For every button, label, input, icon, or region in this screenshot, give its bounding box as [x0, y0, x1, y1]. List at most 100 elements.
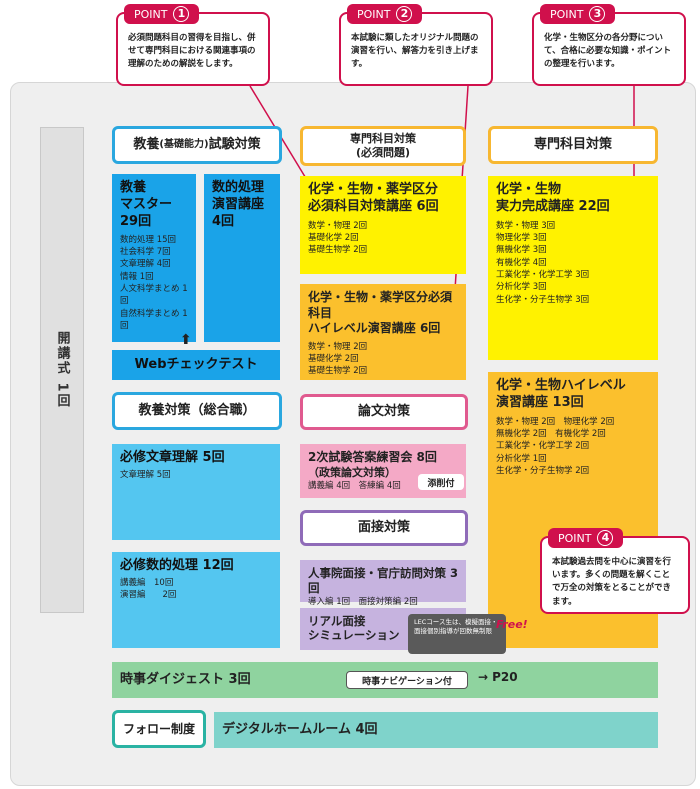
jiji-navi-badge-text: 時事ナビゲーション付 [362, 676, 452, 687]
bunsho-item: 文章理解 5回 [120, 469, 171, 480]
hissu-high-item: 数学・物理 2回 [308, 341, 368, 352]
kyoyo-master-title-2: マスター [120, 196, 173, 212]
web-check-test-box: Webチェックテスト [112, 350, 280, 380]
suteki-title-1: 数的処理 [212, 180, 265, 195]
niji-item: 講義編 4回 答練編 4回 [308, 480, 401, 491]
header-senmon: 専門科目対策 [488, 126, 658, 164]
header-kyoyo-kiso-a: 教養 [133, 136, 160, 152]
jiji-navi-badge: 時事ナビゲーション付 [346, 671, 468, 689]
kyoyo-master-box: 教養 マスター 29回 数的処理 15回 社会科学 7回 文章理解 4回 情報 … [112, 174, 196, 342]
opening-ceremony-column: 開講式 1回 [40, 127, 84, 613]
header-kyoyo-sogo: 教養対策（総合職） [112, 392, 282, 430]
hissu-high-item: 基礎生物学 2回 [308, 366, 368, 377]
point-4-number: 4 [597, 530, 614, 546]
jiji-page-ref: →P20 [478, 670, 518, 684]
hissu-high-box: 化学・生物・薬学区分必須科目 ハイレベル演習講座 6回 数学・物理 2回 基礎化… [300, 284, 466, 380]
real-title-2: シミュレーション [308, 628, 400, 643]
kyoyo-master-item: 情報 1回 [120, 271, 154, 282]
point-4-label: POINT [558, 531, 592, 545]
hissu-koza-title-1: 化学・生物・薬学区分 [308, 182, 439, 197]
jiji-page-text: P20 [492, 670, 518, 684]
hissu-high-title-2: ハイレベル演習講座 6回 [308, 321, 441, 336]
kyoyo-master-item: 自然科学まとめ 1回 [120, 308, 188, 331]
jitsuryoku-item: 生化学・分子生物学 3回 [496, 294, 590, 305]
jitsuryoku-title-2: 実力完成講座 22回 [496, 198, 610, 214]
high-enshu-title-1: 化学・生物ハイレベル [496, 378, 626, 393]
real-note-text: LECコース生は、模擬面接・面接個別指導が回数無制限 [414, 618, 498, 635]
suteki-hissu-title: 必修数的処理 12回 [120, 558, 234, 573]
jitsuryoku-item: 分析化学 3回 [496, 282, 547, 293]
point-1-label: POINT [134, 7, 168, 21]
suteki-hissu-item: 演習編 2回 [120, 590, 177, 601]
real-title-1: リアル面接 [308, 614, 366, 628]
header-senmon-hissu-line2: (必須問題) [355, 146, 411, 159]
jitsuryoku-item: 無機化学 3回 [496, 245, 547, 256]
jitsuryoku-item: 物理化学 3回 [496, 233, 547, 244]
header-kyoyo-kiso-b: 試験対策 [208, 136, 261, 152]
kyoyo-master-title-3: 29回 [120, 213, 152, 229]
high-enshu-item: 分析化学 1回 [496, 453, 547, 464]
jitsuryoku-item: 工業化学・化学工学 3回 [496, 270, 590, 281]
jitsuryoku-item: 数学・物理 3回 [496, 220, 556, 231]
point-4-callout: POINT 4 本試験過去問を中心に演習を行います。多くの問題を解くことで万全の対… [540, 528, 690, 614]
hissu-koza-item: 基礎生物学 2回 [308, 245, 368, 256]
high-enshu-item: 生化学・分子生物学 2回 [496, 466, 590, 477]
point-1-tab: POINT 1 [124, 4, 200, 24]
digital-homeroom-box: デジタルホームルーム 4回 [214, 712, 658, 748]
point-4-text: 本試験過去問を中心に演習を行います。多くの問題を解くことで万全の対策をとることが… [552, 557, 672, 607]
point-4-tab: POINT 4 [548, 528, 624, 548]
bunsho-box: 必修文章理解 5回 文章理解 5回 [112, 444, 280, 540]
arrow-right-icon: → [478, 670, 489, 684]
jitsuryoku-title-1: 化学・生物 [496, 182, 562, 197]
real-note-badge: LECコース生は、模擬面接・面接個別指導が回数無制限 [408, 614, 506, 654]
header-kyoyo-kiso-small: (基礎能力) [159, 138, 209, 150]
suteki-title-2: 演習講座 [212, 196, 265, 212]
opening-ceremony-label: 開講式 1回 [54, 331, 70, 409]
point-3-number: 3 [589, 6, 606, 22]
arrow-up-icon: ⬆ [180, 332, 192, 348]
hissu-high-title-1: 化学・生物・薬学区分必須科目 [308, 290, 453, 320]
point-3-text: 化学・生物区分の各分野について、合格に必要な知識・ポイントの整理を行います。 [544, 33, 672, 70]
header-mensetsu: 面接対策 [300, 510, 468, 546]
header-follow: フォロー制度 [112, 710, 206, 748]
hissu-koza-title-2: 必須科目対策講座 6回 [308, 198, 439, 214]
bunsho-title: 必修文章理解 5回 [120, 450, 225, 465]
header-ronbun: 論文対策 [300, 394, 468, 430]
hissu-koza-item: 数学・物理 2回 [308, 220, 368, 231]
jinji-box: 人事院面接・官庁訪問対策 3回 導入編 1回 面接対策編 2回 [300, 560, 466, 607]
kyoyo-master-title-1: 教養 [120, 180, 147, 195]
kyoyo-master-item: 人文科学まとめ 1回 [120, 283, 188, 307]
header-senmon-hissu: 専門科目対策(必須問題) [300, 126, 466, 166]
digital-homeroom-label: デジタルホームルーム 4回 [222, 721, 378, 737]
high-enshu-item: 数学・物理 2回 物理化学 2回 [496, 416, 615, 427]
header-follow-text: フォロー制度 [122, 721, 195, 736]
point-2-label: POINT [357, 7, 391, 21]
niji-title-2: （政策論文対策） [308, 465, 396, 479]
high-enshu-title-2: 演習講座 13回 [496, 394, 584, 410]
tensaku-badge: 添削付 [418, 474, 464, 490]
kyoyo-master-item: 文章理解 4回 [120, 259, 171, 270]
point-2-text: 本試験に類したオリジナル問題の演習を行い、解答力を引き上げます。 [351, 33, 479, 70]
kyoyo-master-item: 社会科学 7回 [120, 246, 171, 257]
point-1-number: 1 [173, 6, 190, 22]
kyoyo-master-item: 数的処理 15回 [120, 234, 177, 245]
header-mensetsu-text: 面接対策 [357, 519, 410, 535]
high-enshu-item: 工業化学・化学工学 2回 [496, 441, 590, 452]
hissu-high-item: 基礎化学 2回 [308, 354, 359, 365]
point-3-tab: POINT 3 [540, 4, 616, 24]
jinji-item: 導入編 1回 面接対策編 2回 [308, 596, 418, 607]
suteki-hissu-box: 必修数的処理 12回 講義編 10回 演習編 2回 [112, 552, 280, 648]
suteki-enshu-box: 数的処理 演習講座 4回 [204, 174, 280, 342]
point-3-label: POINT [550, 7, 584, 21]
free-label: Free! [496, 618, 528, 631]
header-ronbun-text: 論文対策 [357, 403, 410, 419]
header-kyoyo-kiso: 教養(基礎能力)試験対策 [112, 126, 282, 164]
point-1-callout: POINT 1 必須問題科目の習得を目指し、併せて専門科目における関連事項の理解の… [116, 4, 270, 86]
point-1-text: 必須問題科目の習得を目指し、併せて専門科目における関連事項の理解のための解説をし… [128, 33, 256, 70]
web-check-test-label: Webチェックテスト [134, 356, 258, 372]
hissu-koza-item: 基礎化学 2回 [308, 233, 359, 244]
header-senmon-hissu-line1: 専門科目対策 [350, 132, 416, 146]
jitsuryoku-item: 有機化学 4回 [496, 257, 547, 268]
